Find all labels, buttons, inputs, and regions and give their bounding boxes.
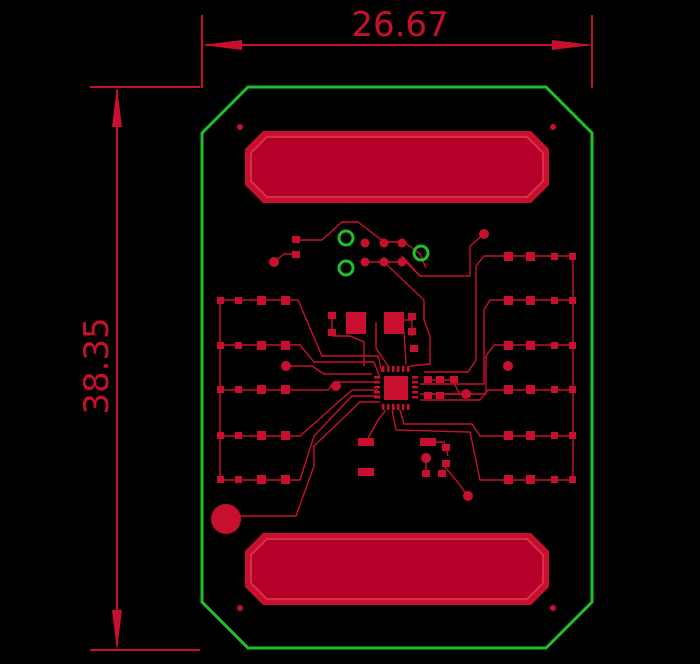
central-components <box>269 229 489 501</box>
bottom-large-pad <box>245 533 549 605</box>
ic-u1 <box>374 366 418 410</box>
width-label: 26.67 <box>351 5 448 45</box>
fiducial-pad <box>211 504 241 534</box>
board-outline <box>200 85 594 650</box>
through-hole-vias <box>337 229 430 277</box>
top-large-pad <box>245 131 549 203</box>
right-pads <box>503 252 576 484</box>
height-dimension <box>90 86 200 651</box>
width-dimension <box>201 15 593 88</box>
traces <box>219 221 574 517</box>
mount-holes <box>237 124 556 611</box>
left-pads <box>217 296 291 484</box>
height-label: 38.35 <box>77 317 117 414</box>
